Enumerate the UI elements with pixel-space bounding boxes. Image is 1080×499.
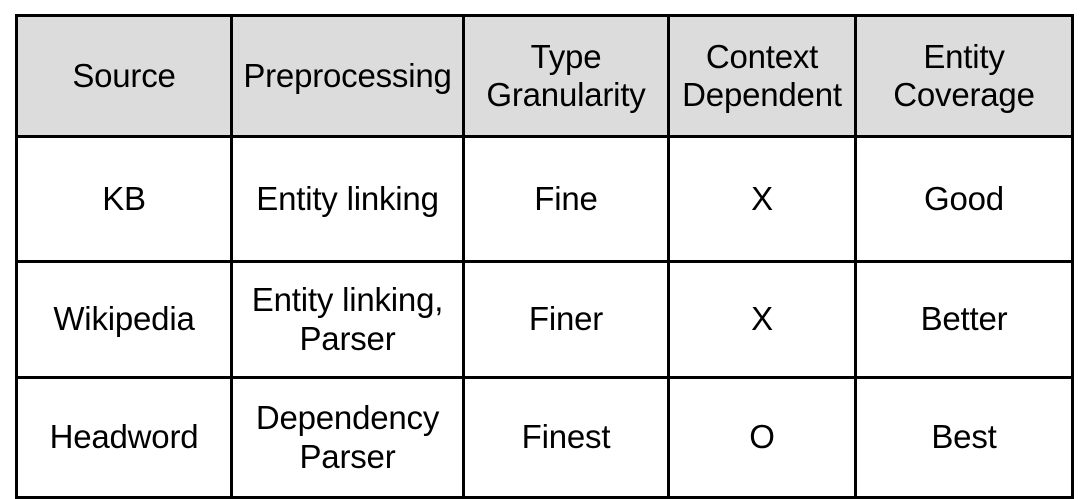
cell-context-dependent: X xyxy=(667,260,857,379)
comparison-table-container: Source Preprocessing Type Granularity Co… xyxy=(15,14,1074,499)
column-header-type-granularity-line-1: Type xyxy=(530,37,602,75)
cell-preprocessing-line-1: Entity linking xyxy=(256,179,439,217)
circle-mark-icon: O xyxy=(749,418,775,456)
cell-entity-coverage-line-1: Good xyxy=(924,179,1004,217)
cell-preprocessing: Entity linking xyxy=(230,135,465,263)
cell-entity-coverage: Better xyxy=(854,260,1074,379)
cell-context-dependent: X xyxy=(667,135,857,263)
cell-type-granularity: Fine xyxy=(462,135,670,263)
table-header: Source Preprocessing Type Granularity Co… xyxy=(15,14,1074,138)
column-header-type-granularity-line-2: Granularity xyxy=(486,76,646,113)
column-header-context-dependent-line-2: Dependent xyxy=(682,76,842,113)
cell-type-granularity: Finer xyxy=(462,260,670,379)
column-header-entity-coverage-line-2: Coverage xyxy=(893,76,1035,113)
cell-preprocessing: Entity linking, Parser xyxy=(230,260,465,379)
cross-mark-icon: X xyxy=(751,179,773,217)
cell-context-dependent: O xyxy=(667,376,857,499)
table-row: Headword Dependency Parser Finest O Best xyxy=(15,376,1074,499)
cell-type-granularity-line-1: Finer xyxy=(528,300,604,338)
cell-source-line-1: Wikipedia xyxy=(53,300,195,338)
cell-entity-coverage-line-1: Best xyxy=(931,418,997,456)
cell-preprocessing-line-2: Parser xyxy=(299,319,396,357)
cross-mark-icon: X xyxy=(751,300,773,338)
cell-type-granularity: Finest xyxy=(462,376,670,499)
column-header-preprocessing: Preprocessing xyxy=(230,14,465,138)
cell-source: Wikipedia xyxy=(15,260,233,379)
cell-entity-coverage: Best xyxy=(854,376,1074,499)
cell-preprocessing-line-1: Dependency xyxy=(255,399,440,437)
cell-type-granularity-line-1: Finest xyxy=(521,418,611,456)
cell-preprocessing-line-1: Entity linking, xyxy=(251,281,444,319)
cell-source: Headword xyxy=(15,376,233,499)
column-header-source-line-1: Source xyxy=(72,56,176,94)
cell-source: KB xyxy=(15,135,233,263)
column-header-type-granularity: Type Granularity xyxy=(462,14,670,138)
table-row: KB Entity linking Fine X Good xyxy=(15,135,1074,263)
cell-preprocessing-line-2: Parser xyxy=(299,437,396,475)
header-row: Source Preprocessing Type Granularity Co… xyxy=(15,14,1074,138)
column-header-entity-coverage: Entity Coverage xyxy=(854,14,1074,138)
cell-source-line-1: Headword xyxy=(49,418,199,456)
column-header-context-dependent: Context Dependent xyxy=(667,14,857,138)
cell-entity-coverage: Good xyxy=(854,135,1074,263)
column-header-context-dependent-line-1: Context xyxy=(705,37,819,75)
table-row: Wikipedia Entity linking, Parser Finer X… xyxy=(15,260,1074,379)
comparison-table: Source Preprocessing Type Granularity Co… xyxy=(15,14,1074,499)
column-header-source: Source xyxy=(15,14,233,138)
cell-source-line-1: KB xyxy=(102,179,146,217)
column-header-entity-coverage-line-1: Entity xyxy=(923,37,1005,75)
cell-entity-coverage-line-1: Better xyxy=(920,300,1008,338)
column-header-preprocessing-line-1: Preprocessing xyxy=(243,56,452,94)
cell-preprocessing: Dependency Parser xyxy=(230,376,465,499)
table-body: KB Entity linking Fine X Good xyxy=(15,135,1074,499)
cell-type-granularity-line-1: Fine xyxy=(534,179,598,217)
